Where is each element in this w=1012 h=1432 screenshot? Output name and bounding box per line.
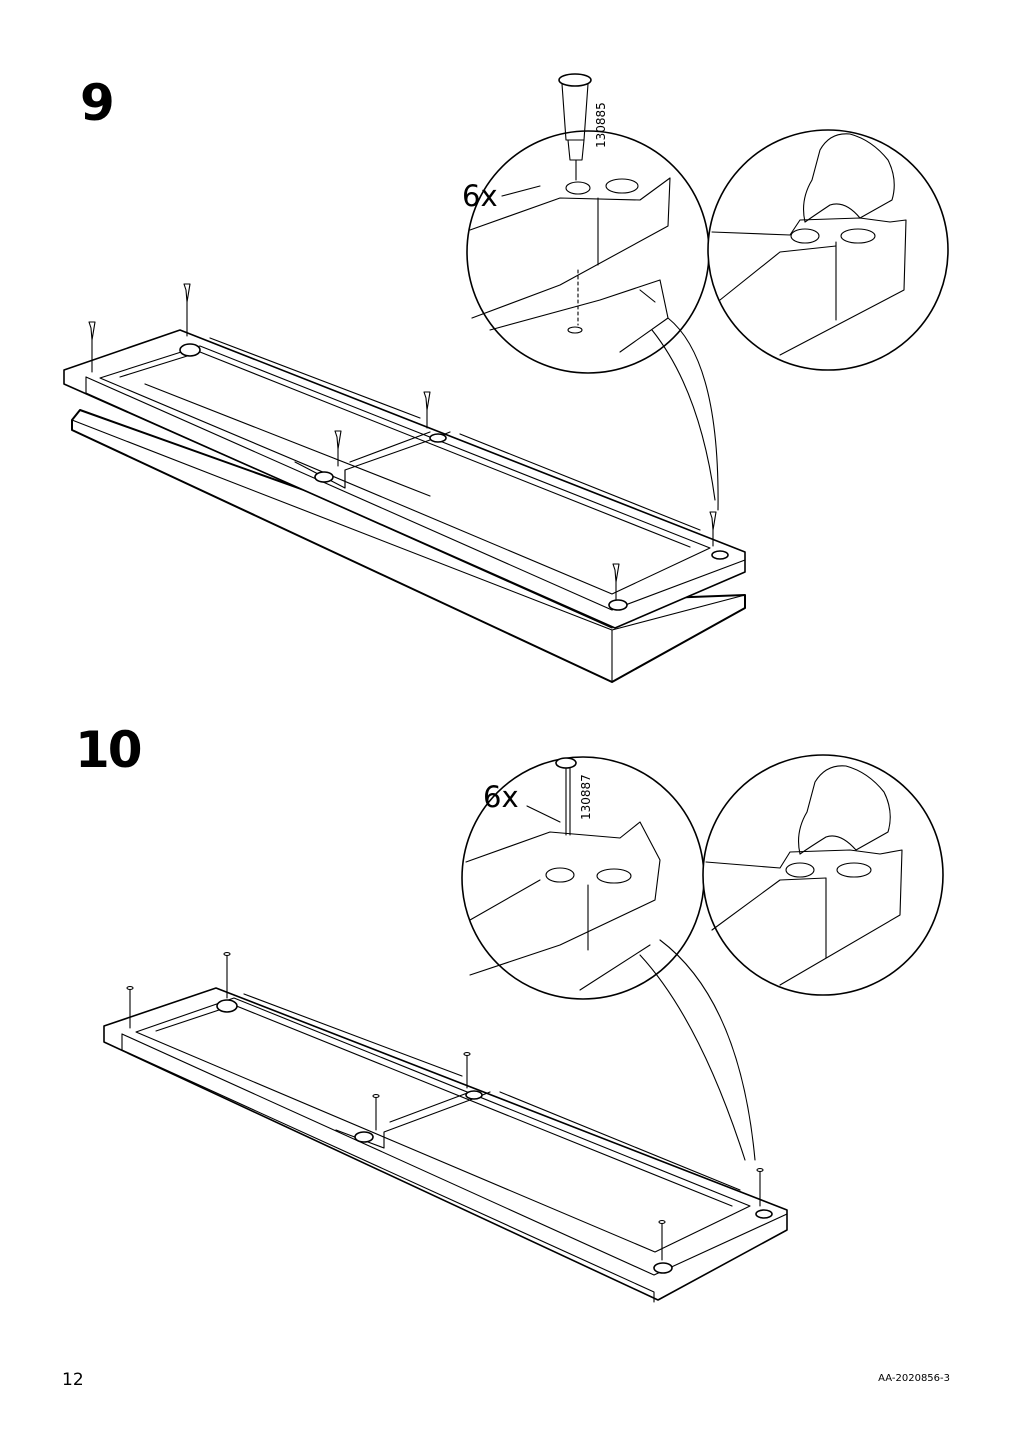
step-10-number: 10 <box>75 721 143 779</box>
step-9-quantity: 6x <box>462 179 498 213</box>
step-10-callout <box>639 939 756 1161</box>
step-9-frame <box>63 329 746 629</box>
step-10-quantity: 6x <box>483 780 519 814</box>
document-code: AA-2020856-3 <box>878 1373 950 1384</box>
page-number: 12 <box>62 1370 84 1390</box>
step-9-bottom-panel <box>71 409 746 683</box>
step-9-detail-circle-2 <box>707 129 949 371</box>
step-9-plug <box>558 73 592 181</box>
step-10-pin <box>526 757 577 836</box>
step-9-number: 9 <box>80 74 115 132</box>
step-9-fittings <box>88 283 717 601</box>
step-10-detail-circle-2 <box>702 754 944 996</box>
step-9-illustration <box>63 73 949 683</box>
step-9-detail-circle-1 <box>466 130 710 374</box>
step-9-callout <box>651 317 719 511</box>
step-10-frame <box>103 987 788 1303</box>
step-10-fittings <box>126 951 764 1261</box>
step-10-part-number: 130887 <box>579 774 593 820</box>
